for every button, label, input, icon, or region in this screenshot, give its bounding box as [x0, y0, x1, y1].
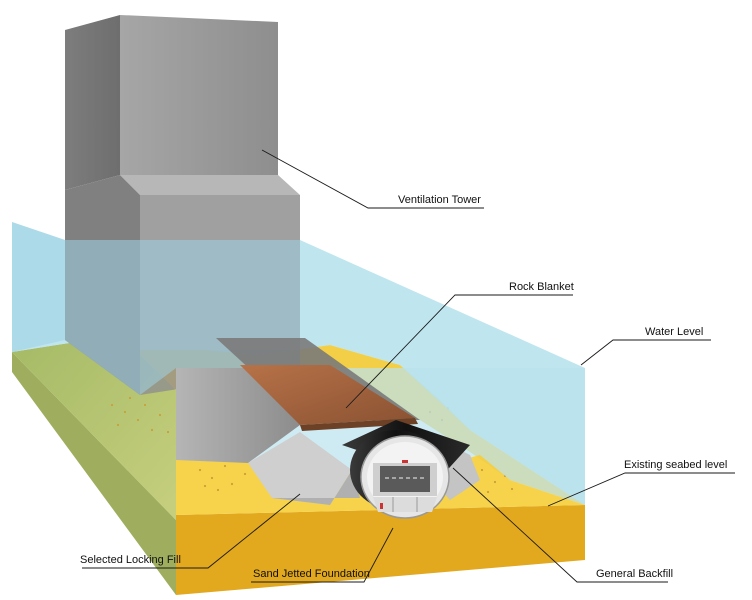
rock-blanket-edge: [300, 418, 418, 431]
water-overlay-tower: [12, 222, 300, 395]
seabed-base-front: [176, 505, 585, 595]
label-existing-seabed-level: Existing seabed level: [624, 459, 727, 471]
seabed-slope-left: [12, 352, 176, 595]
leader-rock-blanket: [345, 294, 573, 409]
rock-blanket: [240, 365, 415, 425]
leader-water-level: [580, 339, 711, 366]
label-general-backfill: General Backfill: [596, 568, 673, 580]
selected-locking-fill: [248, 432, 352, 505]
leader-sand-jetted: [251, 527, 394, 583]
label-rock-blanket: Rock Blanket: [509, 281, 574, 293]
label-selected-locking-fill: Selected Locking Fill: [80, 554, 181, 566]
selected-locking-fill-shade: [272, 470, 360, 505]
leader-general-backfill: [452, 467, 668, 583]
label-water-level: Water Level: [645, 326, 703, 338]
leader-selected-locking: [82, 493, 301, 569]
label-sand-jetted-foundation: Sand Jetted Foundation: [253, 568, 370, 580]
tunnel-element: [342, 420, 470, 519]
leader-ventilation-tower: [261, 149, 484, 209]
label-ventilation-tower: Ventilation Tower: [398, 194, 481, 206]
leader-existing-seabed: [547, 472, 735, 507]
